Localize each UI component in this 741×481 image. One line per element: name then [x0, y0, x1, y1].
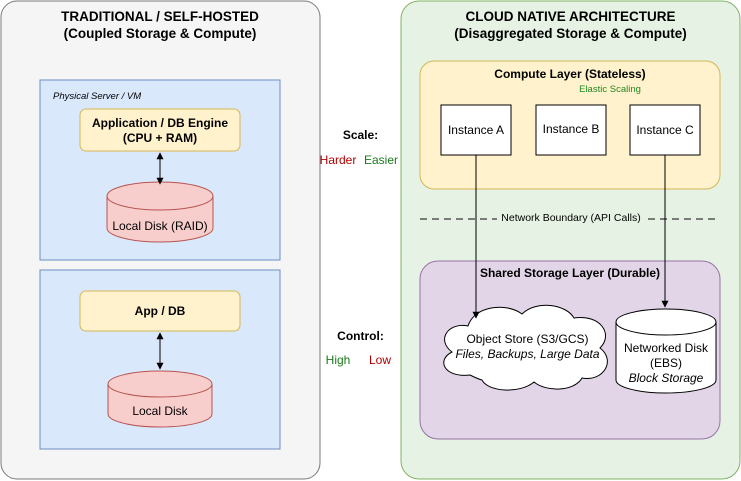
instance-a-box	[440, 104, 512, 156]
traditional-title: TRADITIONAL / SELF-HOSTED (Coupled Stora…	[20, 9, 300, 43]
control-high: High	[325, 353, 351, 367]
app-engine-label: Application / DB Engine (CPU + RAM)	[80, 116, 240, 146]
networked-disk-line2: (EBS)	[649, 356, 682, 370]
object-store-line1: Object Store (S3/GCS)	[466, 332, 589, 346]
elastic-scaling-label: Elastic Scaling	[579, 84, 641, 95]
app-db-label: App / DB	[134, 304, 186, 318]
scale-harder: Harder	[319, 153, 357, 167]
instance-c-box	[629, 104, 701, 156]
cloud-native-title: CLOUD NATIVE ARCHITECTURE (Disaggregated…	[401, 9, 740, 43]
scale-label: Scale:	[342, 128, 379, 142]
networked-disk-line1: Networked Disk	[623, 341, 709, 355]
app-engine-box	[79, 108, 241, 152]
control-label: Control:	[337, 329, 384, 343]
app-engine-line1: Application / DB Engine	[91, 116, 228, 130]
compute-layer-title: Compute Layer (Stateless)	[494, 67, 646, 81]
instance-c-label: Instance C	[636, 123, 694, 137]
traditional-title-line1: TRADITIONAL / SELF-HOSTED	[61, 9, 259, 24]
networked-disk-cylinder	[615, 308, 717, 394]
traditional-title-line2: (Coupled Storage & Compute)	[63, 25, 257, 41]
scale-easier: Easier	[363, 153, 398, 167]
instance-b-label: Instance B	[542, 122, 600, 136]
cloud-native-title-line1: CLOUD NATIVE ARCHITECTURE	[465, 9, 676, 24]
instance-a-label: Instance A	[447, 123, 505, 137]
object-store-label: Object Store (S3/GCS) Files, Backups, La…	[440, 332, 615, 362]
local-disk-cylinder	[107, 370, 213, 428]
object-store-line2: Files, Backups, Large Data	[455, 347, 600, 361]
instance-b-box	[535, 104, 607, 156]
raid-disk-cylinder	[106, 181, 214, 243]
cloud-native-title-line2: (Disaggregated Storage & Compute)	[454, 25, 687, 41]
app-engine-line2: (CPU + RAM)	[122, 131, 198, 145]
network-boundary-label: Network Boundary (API Calls)	[501, 212, 641, 224]
raid-disk-label: Local Disk (RAID)	[112, 219, 208, 233]
networked-disk-label: Networked Disk (EBS) Block Storage	[616, 341, 716, 386]
physical-server-label: Physical Server / VM	[53, 91, 142, 102]
app-db-box	[79, 290, 241, 332]
network-boundary-label-bg	[497, 211, 645, 227]
local-disk-label: Local Disk	[132, 404, 188, 418]
networked-disk-line3: Block Storage	[628, 371, 704, 385]
object-store-cloud	[443, 304, 608, 391]
control-low: Low	[368, 353, 391, 367]
shared-storage-title: Shared Storage Layer (Durable)	[479, 266, 661, 280]
